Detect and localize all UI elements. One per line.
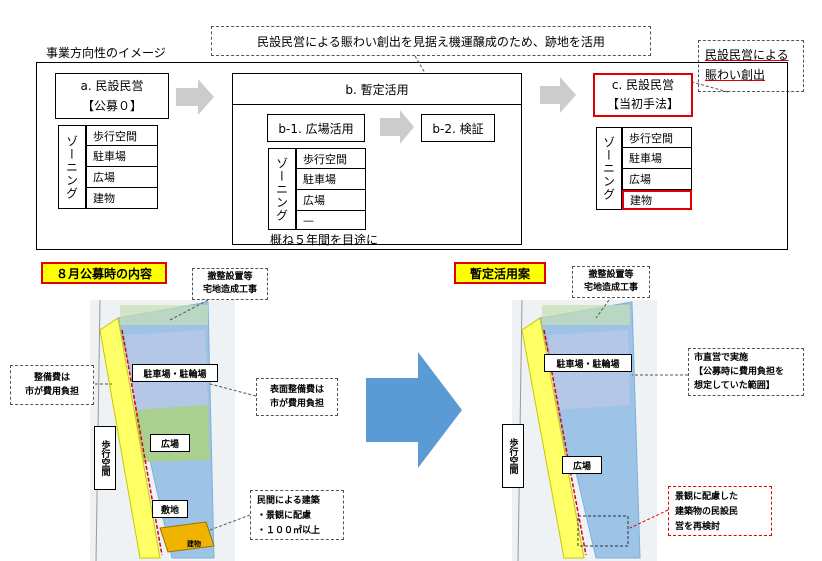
left-label-plaza: 広場 [150, 434, 190, 452]
left-callout-right: 表面整備費は 市が費用負担 [256, 378, 338, 416]
arrow-right-icon [380, 110, 414, 144]
left-label-parking: 駐車場・駐輪場 [132, 364, 218, 382]
right-callout-right: 市直営で実施 【公募時に費用負担を 想定していた範囲】 [688, 348, 804, 396]
left-map-heading: ８月公募時の内容 [41, 262, 167, 284]
phase-c-zone: 駐車場 [622, 148, 692, 169]
arrow-right-icon [176, 79, 214, 115]
left-label-building: 建物 [187, 540, 201, 548]
phase-a-zone: 広場 [86, 167, 158, 188]
building-block [159, 521, 215, 553]
left-callout-bottom: 民間による建築 ・景観に配慮 ・１００㎡以上 [250, 490, 344, 540]
phase-c-zone: 広場 [622, 169, 692, 190]
phase-a-line2: 【公募０】 [81, 99, 142, 113]
phase-c-line2: 【当初手法】 [606, 97, 679, 111]
phase-b-zone: 駐車場 [296, 169, 366, 190]
left-label-walkway: 歩行空間 [94, 426, 116, 490]
phase-b-zone: — [296, 211, 366, 230]
phase-c-zoning-text: ゾーニング [601, 136, 616, 201]
phase-a-zoning-text: ゾーニング [64, 134, 79, 200]
callout-right: 民設民営による賑わい創出 [698, 40, 804, 92]
left-callout-left: 整備費は 市が費用負担 [10, 365, 94, 405]
phase-a-zone: 建物 [86, 188, 158, 209]
phase-c-zone: 歩行空間 [622, 127, 692, 148]
right-callout-bottom: 景観に配慮した 建築物の民設民 営を再検討 [668, 486, 772, 536]
phase-b-zone: 広場 [296, 190, 366, 211]
phase-a-line1: a. 民設民営 [80, 79, 144, 93]
phase-b-title: b. 暫定活用 [232, 73, 522, 105]
left-callout-top: 撤整設置等 宅地造成工事 [192, 268, 268, 300]
phase-c-line1: c. 民設民営 [611, 78, 675, 92]
phase-a-title: a. 民設民営 【公募０】 [55, 73, 169, 119]
section-label: 事業方向性のイメージ [46, 46, 166, 60]
right-callout-top: 撤整設置等 宅地造成工事 [572, 266, 650, 298]
phase-c-zoning-label: ゾーニング [596, 127, 622, 210]
phase-b1: b-1. 広場活用 [267, 114, 365, 142]
right-label-walkway: 歩行空間 [502, 424, 524, 488]
phase-b-period-note: 概ね５年間を目途に [270, 233, 379, 247]
phase-a-zone: 駐車場 [86, 146, 158, 167]
phase-b2: b-2. 検証 [421, 114, 495, 142]
phase-b-zone: 歩行空間 [296, 148, 366, 169]
callout-connector [691, 81, 729, 93]
callout-connector [414, 55, 426, 74]
phase-b-zoning-text: ゾーニング [274, 156, 289, 222]
right-label-parking: 駐車場・駐輪場 [544, 354, 632, 372]
right-label-plaza: 広場 [562, 456, 602, 474]
callout-right-text: 民設民営による賑わい創出 [705, 48, 789, 82]
right-site-map [512, 299, 657, 561]
right-map-heading: 暫定活用案 [454, 262, 546, 284]
arrow-right-icon [366, 352, 462, 468]
phase-c-zone-building: 建物 [622, 190, 692, 210]
phase-c-title: c. 民設民営 【当初手法】 [593, 73, 693, 117]
phase-a-zone: 歩行空間 [86, 125, 158, 146]
direction-frame [36, 62, 788, 250]
left-label-site: 敷地 [152, 500, 188, 518]
arrow-right-icon [540, 77, 576, 113]
phase-b-zoning-label: ゾーニング [268, 148, 296, 230]
phase-a-zoning-label: ゾーニング [58, 125, 86, 209]
callout-top: 民設民営による賑わい創出を見据え機運醸成のため、跡地を活用 [211, 26, 651, 56]
